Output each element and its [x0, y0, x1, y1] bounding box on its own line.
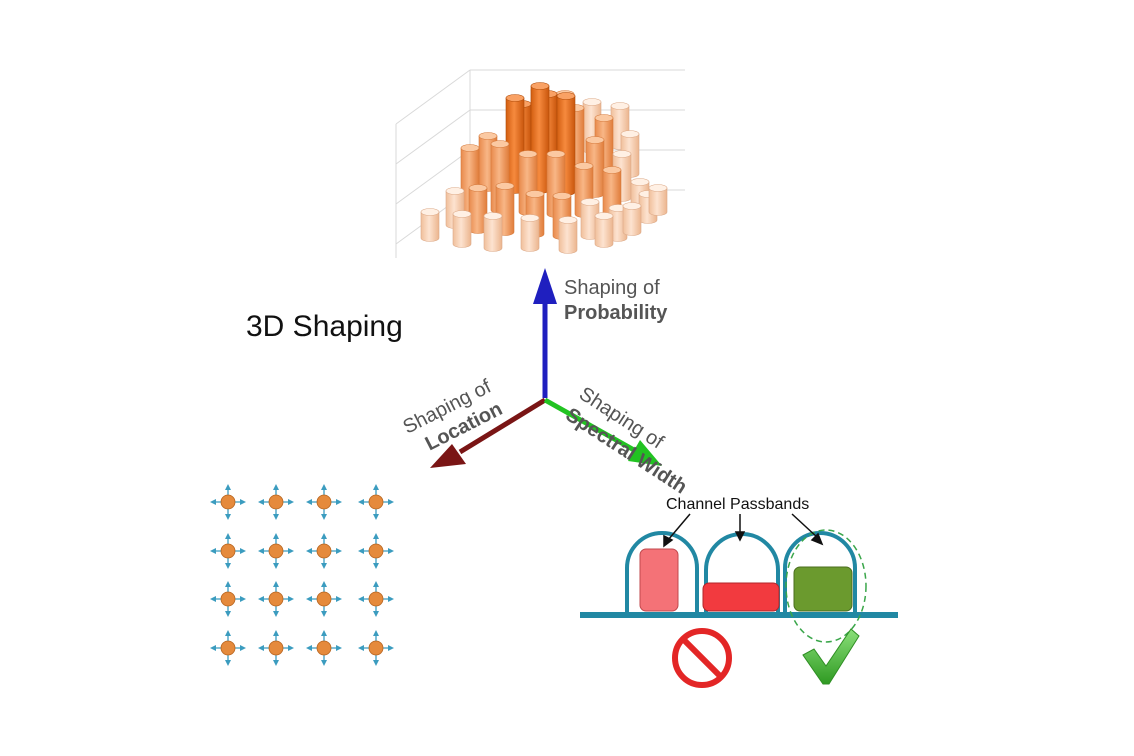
probability-bar: [608, 204, 628, 242]
grid-point: [258, 533, 294, 569]
probability-bar: [648, 184, 668, 216]
grid-point: [258, 630, 294, 666]
grid-point: [358, 484, 394, 520]
grid-point: [210, 630, 246, 666]
grid-point: [358, 630, 394, 666]
passband-3: [783, 531, 857, 612]
grid-point: [258, 581, 294, 617]
probability-bar: [420, 208, 440, 242]
grid-point: [306, 533, 342, 569]
narrow-pink-block: [639, 548, 679, 612]
probability-bar: [622, 202, 642, 236]
green-block: [793, 566, 853, 612]
grid-point: [306, 630, 342, 666]
axis-probability-arrow: [533, 268, 557, 398]
probability-bar: [452, 210, 472, 248]
axis-label-probability-line2: Probability: [564, 302, 668, 324]
channel-passbands-label: Channel Passbands: [666, 496, 810, 513]
grid-point: [358, 533, 394, 569]
grid-point: [306, 581, 342, 617]
grid-point: [306, 484, 342, 520]
axis-label-probability-line1: Shaping of: [564, 277, 660, 299]
grid-point: [258, 484, 294, 520]
wide-red-block: [702, 582, 780, 612]
axis-spectral-arrow: [543, 397, 662, 466]
location-grid: [210, 484, 394, 666]
axis-label-probability: Shaping of Probability: [564, 276, 667, 326]
selection-dashed-ellipse: [785, 529, 867, 643]
grid-point: [210, 581, 246, 617]
probability-bar: [594, 212, 614, 248]
passband-1: [625, 531, 699, 612]
channel-diagram: [580, 513, 898, 688]
passband-pointer-arrows: [663, 513, 824, 548]
grid-point: [210, 533, 246, 569]
grid-point: [358, 581, 394, 617]
probability-bar-chart-3d: [420, 82, 668, 254]
axis-location-arrow: [430, 397, 547, 468]
prohibited-icon: [672, 628, 732, 688]
grid-point: [210, 484, 246, 520]
checkmark-icon: [802, 628, 860, 685]
probability-bar: [520, 214, 540, 252]
probability-bar: [558, 216, 578, 254]
probability-bar: [483, 212, 503, 252]
page-title: 3D Shaping: [246, 310, 403, 343]
